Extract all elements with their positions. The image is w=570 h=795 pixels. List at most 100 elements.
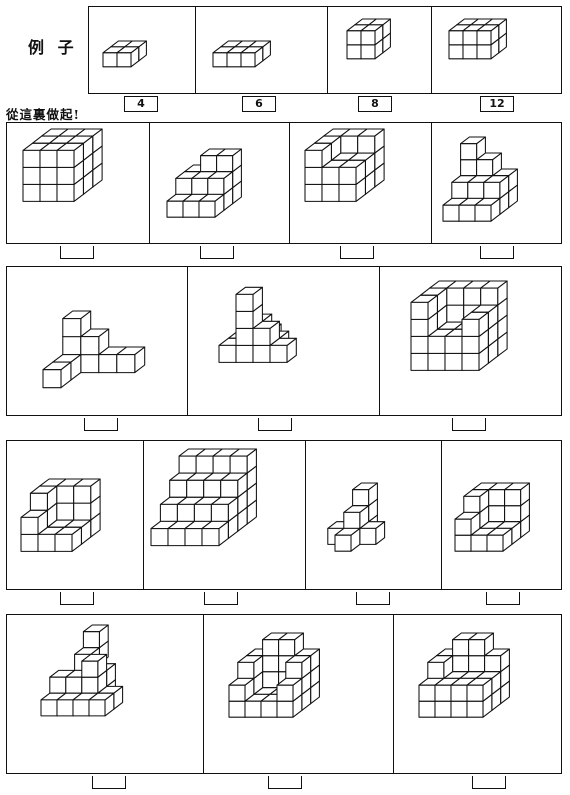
cube-face xyxy=(447,288,464,305)
cube-face xyxy=(245,701,261,717)
cube-face xyxy=(445,336,462,353)
cube-face xyxy=(322,167,339,184)
cube-face xyxy=(176,178,192,194)
cube-face xyxy=(489,506,505,522)
answer-box[interactable] xyxy=(452,418,486,431)
cube-face xyxy=(443,205,459,221)
cube-face xyxy=(229,685,245,701)
cube-face xyxy=(477,160,493,176)
cube-face xyxy=(361,45,375,59)
cube-face xyxy=(192,178,208,194)
cube-face xyxy=(74,503,91,520)
answer-box[interactable] xyxy=(60,246,94,259)
cube-face xyxy=(419,701,435,717)
cube-face xyxy=(435,685,451,701)
cube-face xyxy=(305,167,322,184)
cube-face xyxy=(489,490,505,506)
cube-face xyxy=(238,662,254,678)
cube-face xyxy=(464,288,481,305)
cube-face xyxy=(477,45,491,59)
cube-face xyxy=(411,353,428,370)
answer-box[interactable] xyxy=(486,592,520,605)
answer-box[interactable] xyxy=(472,776,506,789)
cube-face xyxy=(461,160,477,176)
cube-face xyxy=(451,701,467,717)
cube-face xyxy=(449,31,463,45)
cube-face xyxy=(40,150,57,167)
cube-face xyxy=(339,184,356,201)
cube-face xyxy=(57,503,74,520)
cube-face xyxy=(459,205,475,221)
cube-face xyxy=(449,45,463,59)
answer-box[interactable] xyxy=(204,592,238,605)
cube-face xyxy=(187,480,204,497)
cube-face xyxy=(484,182,500,198)
cube-figure xyxy=(20,478,138,586)
cube-face xyxy=(229,701,245,717)
cube-face xyxy=(341,136,358,153)
cube-face xyxy=(89,700,105,716)
cube-face xyxy=(452,182,468,198)
cube-face xyxy=(236,328,253,345)
cube-face xyxy=(469,640,485,656)
cube-face xyxy=(447,305,464,322)
cube-face xyxy=(347,31,361,45)
example-answer-2: 6 xyxy=(242,96,276,112)
cube-face xyxy=(428,353,445,370)
cube-face xyxy=(353,490,369,506)
divider xyxy=(195,7,196,93)
cube-face xyxy=(263,640,279,656)
cube-face xyxy=(82,661,98,677)
answer-box[interactable] xyxy=(92,776,126,789)
cube-face xyxy=(117,355,135,373)
cube-face xyxy=(475,205,491,221)
cube-face xyxy=(211,504,228,521)
cube-face xyxy=(217,156,233,172)
answer-box[interactable] xyxy=(258,418,292,431)
cube-face xyxy=(305,184,322,201)
answer-box[interactable] xyxy=(480,246,514,259)
cube-face xyxy=(270,345,287,362)
answer-box[interactable] xyxy=(84,418,118,431)
cube-face xyxy=(477,31,491,45)
cube-face xyxy=(177,504,194,521)
cube-face xyxy=(201,156,217,172)
example-figure-3x2 xyxy=(212,40,312,90)
cube-face xyxy=(468,182,484,198)
cube-figure xyxy=(418,632,558,766)
cube-face xyxy=(481,288,498,305)
answer-box[interactable] xyxy=(60,592,94,605)
cube-face xyxy=(487,535,503,551)
answer-box[interactable] xyxy=(340,246,374,259)
cube-face xyxy=(411,302,428,319)
cube-face xyxy=(358,136,375,153)
cube-face xyxy=(185,529,202,546)
example-answer-4: 12 xyxy=(480,96,514,112)
cube-figure xyxy=(228,632,378,766)
cube-face xyxy=(151,529,168,546)
cube-face xyxy=(360,528,376,544)
answer-box[interactable] xyxy=(356,592,390,605)
cube-figure xyxy=(150,448,296,586)
cube-face xyxy=(21,534,38,551)
cube-face xyxy=(467,685,483,701)
divider xyxy=(305,441,306,589)
cube-face xyxy=(50,677,66,693)
divider xyxy=(143,441,144,589)
cube-face xyxy=(305,150,322,167)
cube-face xyxy=(202,529,219,546)
cube-face xyxy=(73,700,89,716)
cube-face xyxy=(485,656,501,672)
divider xyxy=(327,7,328,93)
cube-face xyxy=(236,345,253,362)
answer-box[interactable] xyxy=(200,246,234,259)
cube-figure xyxy=(40,624,184,766)
cube-face xyxy=(57,167,74,184)
example-figure-2x2x2 xyxy=(346,18,416,94)
answer-box[interactable] xyxy=(268,776,302,789)
cube-face xyxy=(428,336,445,353)
example-answer-1: 4 xyxy=(124,96,158,112)
divider xyxy=(379,267,380,415)
cube-face xyxy=(57,150,74,167)
cube-figure xyxy=(42,310,172,412)
